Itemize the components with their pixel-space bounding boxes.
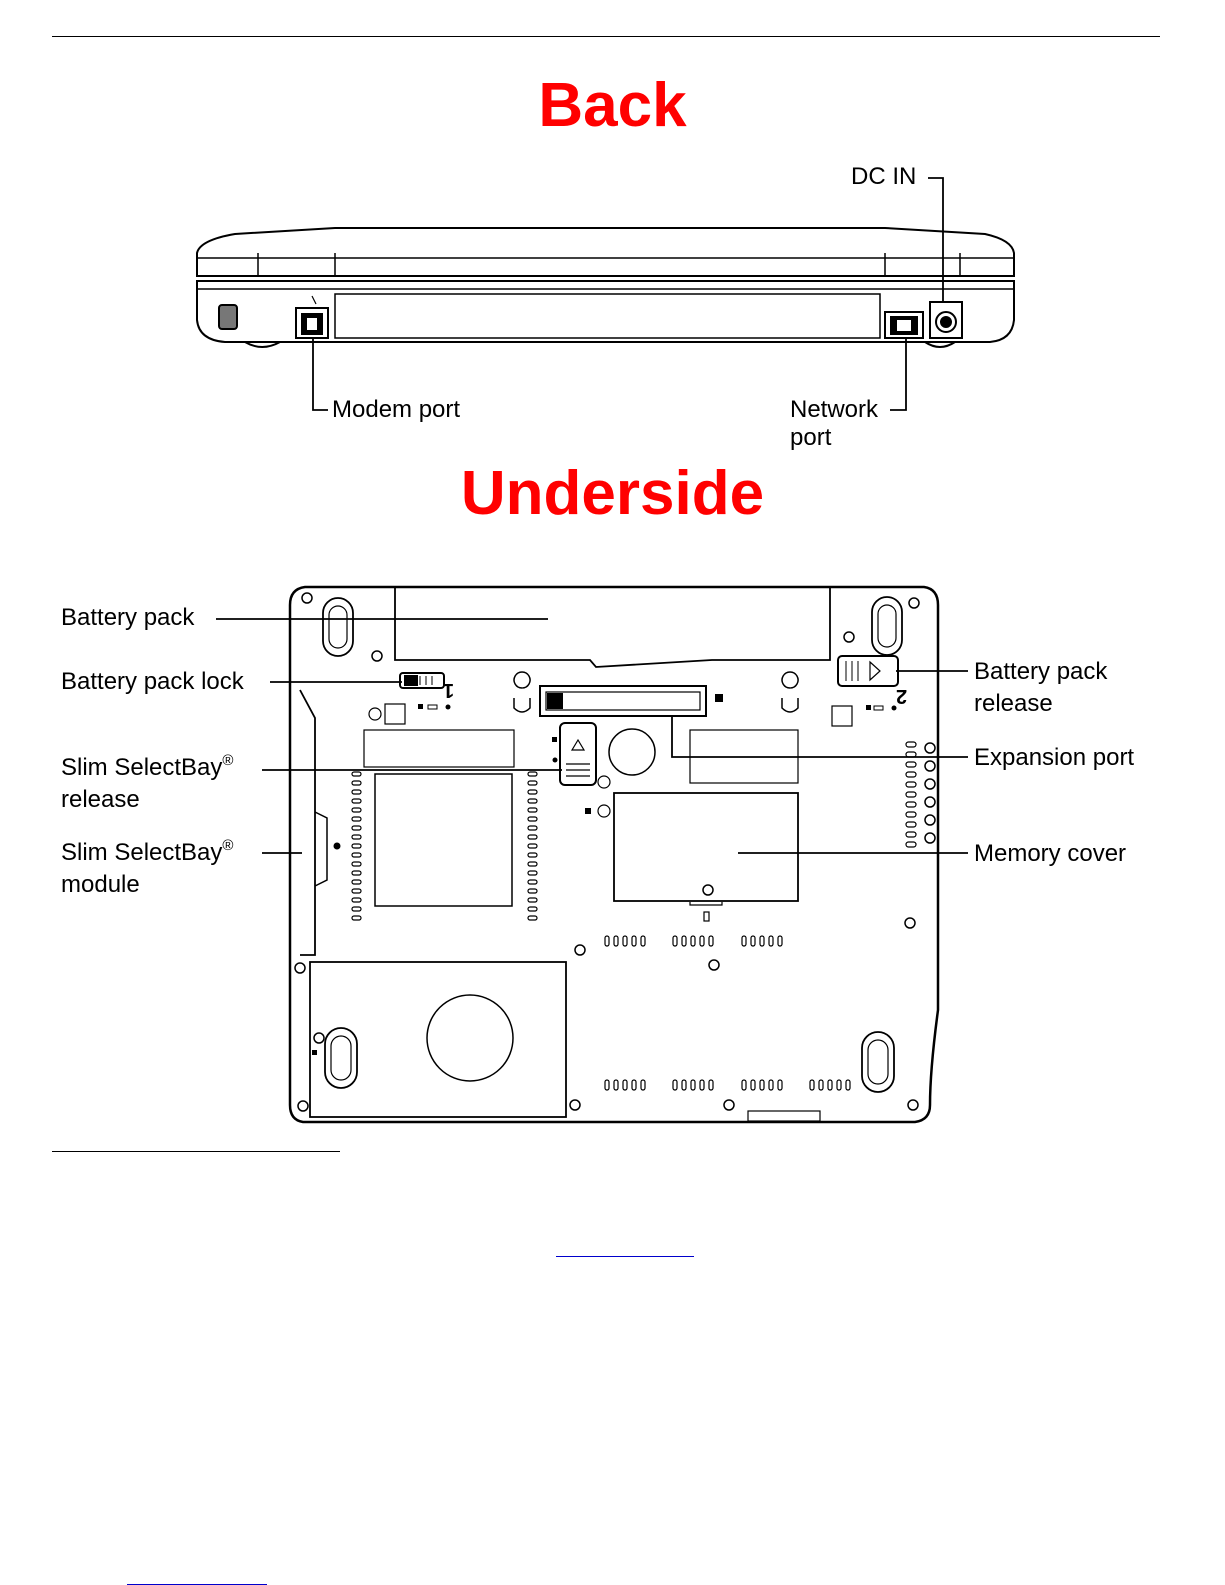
selectbay-module-label-line2: module [61, 869, 140, 901]
lock-marker-1: 1 [443, 674, 454, 706]
battery-pack-label: Battery pack [61, 602, 194, 634]
battery-pack-lock-label: Battery pack lock [61, 666, 244, 698]
expansion-port-label: Expansion port [974, 742, 1134, 774]
selectbay-release-label-line2: release [61, 784, 140, 816]
release-marker-2: 2 [896, 680, 907, 712]
selectbay-release-label-line1: Slim SelectBay® [61, 752, 233, 784]
nav-link-underline[interactable] [556, 1256, 694, 1257]
underside-diagram [0, 0, 1225, 1150]
selectbay-module-label-line1: Slim SelectBay® [61, 837, 233, 869]
footnote-divider [52, 1151, 340, 1152]
battery-pack-release-label-line1: Battery pack [974, 656, 1107, 688]
memory-cover-label: Memory cover [974, 838, 1126, 870]
battery-pack-release [838, 656, 898, 686]
expansion-port [540, 686, 706, 716]
battery-pack-release-label-line2: release [974, 688, 1053, 720]
